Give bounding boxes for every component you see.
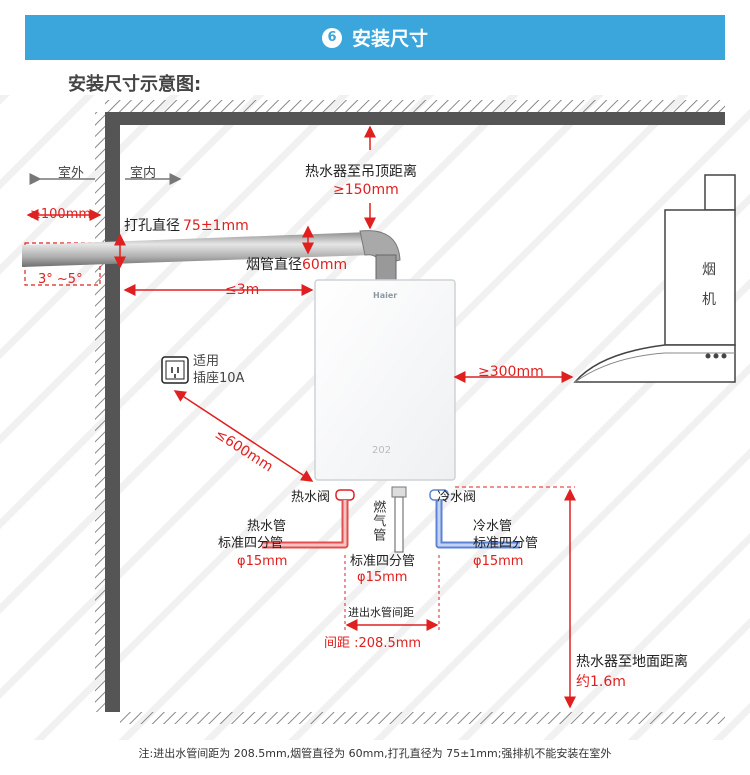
cold-pipe-label-3: φ15mm <box>473 554 524 569</box>
flue-collar <box>375 254 397 281</box>
floor-hatch <box>120 712 725 724</box>
cold-water-pipe-highlight <box>437 500 520 547</box>
ceiling-distance-label: 热水器至吊顶距离 <box>305 164 417 180</box>
section-header: 6 安装尺寸 <box>25 15 725 60</box>
heater-brand: Haier <box>373 291 398 300</box>
hood-canopy <box>573 344 736 383</box>
wall-hatch <box>95 112 105 712</box>
socket-frame <box>161 356 189 384</box>
step-number-badge: 6 <box>321 27 342 48</box>
ceiling-hatch <box>105 100 725 112</box>
socket-label-line1: 适用 <box>193 354 220 369</box>
diagram-drawing <box>0 95 750 740</box>
hot-pipe-label-1: 热水管 <box>247 519 287 534</box>
hood-trim <box>574 352 735 383</box>
hood-button-3 <box>721 353 727 359</box>
hot-water-pipe-highlight <box>262 500 347 547</box>
gas-pipe <box>394 496 404 553</box>
spacing-value: 间距 :208.5mm <box>324 636 422 651</box>
ceiling-distance-value: ≥150mm <box>333 182 399 198</box>
hot-valve-shape <box>335 489 355 501</box>
gas-valve-shape <box>391 486 407 498</box>
outdoor-label: 室外 <box>58 166 85 181</box>
section-title: 安装尺寸 <box>351 28 428 50</box>
flue-pipe <box>22 232 372 267</box>
wall-clearance-label: ≥100mm <box>30 207 92 222</box>
cold-valve-label: 冷水阀 <box>437 490 477 505</box>
heater-display-text: 202 <box>372 445 392 456</box>
drill-diameter-value: 75±1mm <box>183 218 249 234</box>
diagram-subtitle: 安装尺寸示意图: <box>68 74 202 95</box>
footnote: 注:进出水管间距为 208.5mm,烟管直径为 60mm,打孔直径为 75±1m… <box>138 747 612 760</box>
hood-button-1 <box>705 353 711 359</box>
hood-distance-label: ≥300mm <box>478 364 544 380</box>
hood-label-line2: 机 <box>702 292 716 308</box>
wall <box>105 112 120 712</box>
ceiling <box>105 112 725 125</box>
floor-distance-value: 约1.6m <box>576 674 626 690</box>
cold-pipe-label-2: 标准四分管 <box>473 536 539 551</box>
hood-chimney <box>704 174 736 211</box>
hot-pipe-label-2: 标准四分管 <box>218 536 284 551</box>
gas-pipe-label: 燃气管 <box>370 500 386 542</box>
hot-pipe-label-3: φ15mm <box>237 554 288 569</box>
hood-button-2 <box>713 353 719 359</box>
slope-label: 3° ~5° <box>38 272 83 287</box>
hood-label-line1: 烟 <box>702 262 716 278</box>
hot-valve-label: 热水阀 <box>291 490 331 505</box>
pipe-diameter-label: 烟管直径60mm <box>246 257 348 273</box>
hood-body <box>664 209 736 346</box>
socket-label-line2: 插座10A <box>193 371 245 386</box>
indoor-label: 室内 <box>130 166 157 181</box>
spacing-label: 进出水管间距 <box>348 606 414 619</box>
gas-pipe-spec-1: 标准四分管 <box>350 554 416 569</box>
wall-distance-label: ≤3m <box>225 282 260 298</box>
socket-distance-dimension <box>173 390 314 482</box>
floor-distance-label: 热水器至地面距离 <box>576 654 688 670</box>
gas-pipe-spec-2: φ15mm <box>357 570 408 585</box>
socket-face <box>165 360 185 380</box>
cold-pipe-label-1: 冷水管 <box>473 519 513 534</box>
pipe-diameter-value: 60mm <box>302 257 348 273</box>
